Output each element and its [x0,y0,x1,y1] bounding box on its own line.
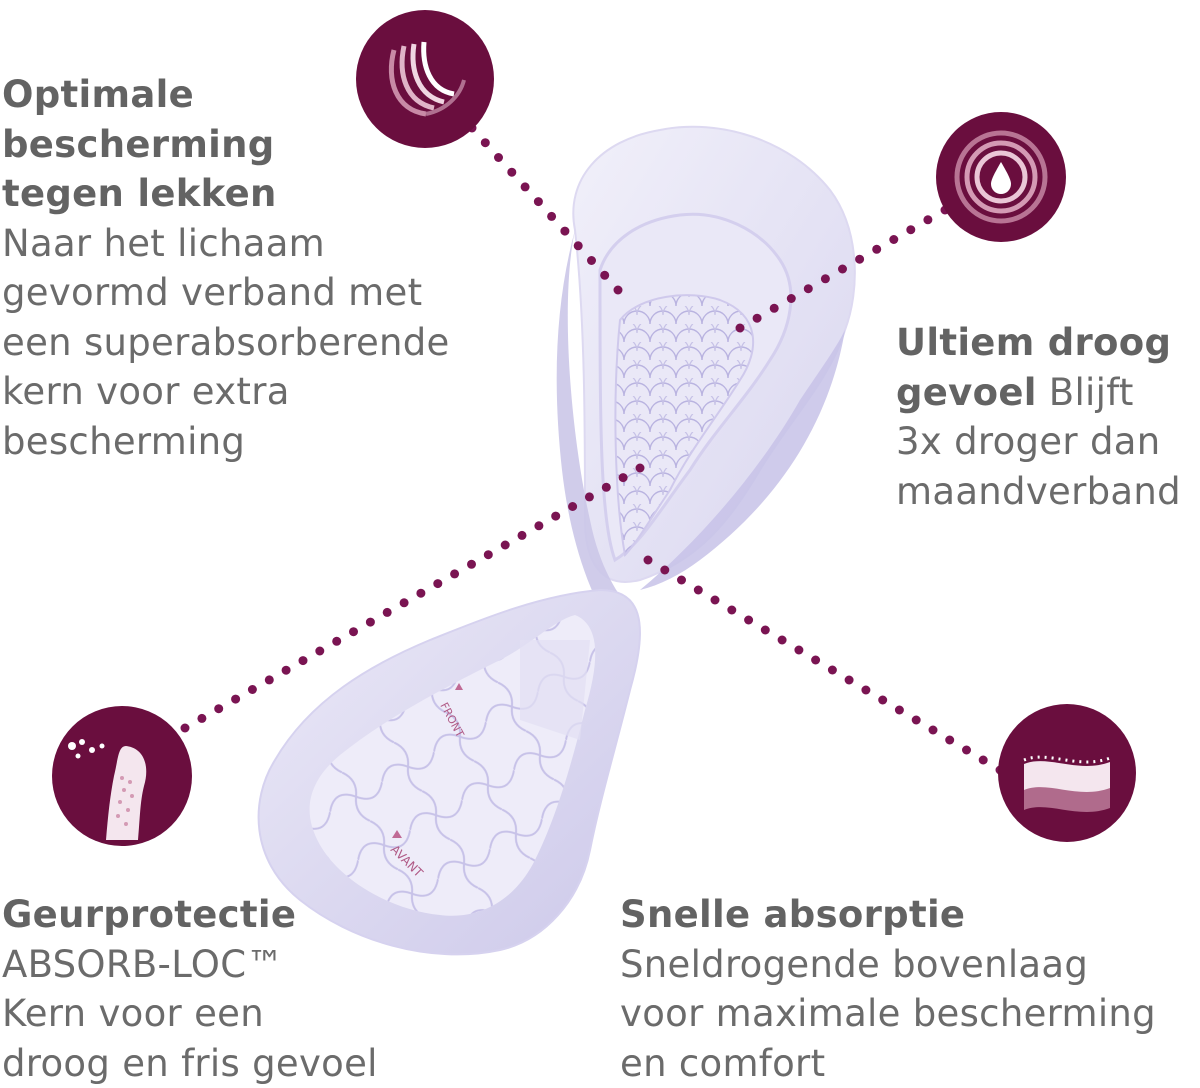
connector-dot [923,215,932,224]
connector-dot [507,168,516,177]
connector-dot [494,153,503,162]
connector-dot [518,531,527,540]
connector-dot [929,726,938,735]
feature-leak-body-1: Naar het lichaam [2,219,450,269]
connector-dot [636,464,645,473]
feature-leak-body-4: kern voor extra [2,367,450,417]
feature-absorb-title: Snelle absorptie [620,890,1156,940]
connector-dot [450,569,459,578]
connector-dot [736,324,745,333]
feature-leak-body-5: bescherming [2,417,450,467]
connector-dot [855,255,864,264]
connector-dot [484,550,493,559]
connector-dot [962,746,971,755]
connector-dot [534,197,543,206]
connector-dot [602,483,611,492]
connector-dot [619,473,628,482]
connector-dot [197,714,206,723]
connector-dot [889,235,898,244]
feature-odor-title: Geurprotectie [2,890,378,940]
connector-dot [811,656,820,665]
connector-dot [744,616,753,625]
connector-dot [366,618,375,627]
connector-dot [644,556,653,565]
connector-dot [614,286,623,295]
feature-odor-body-2: Kern voor een [2,989,378,1039]
droplet-icon [936,112,1066,242]
connector-dot [794,646,803,655]
connector-dot [332,637,341,646]
connector-dot [560,227,569,236]
feature-odor-body-3: droog en fris gevoel [2,1039,378,1088]
feature-fast-absorption: Snelle absorptie Sneldrogende bovenlaag … [620,890,1156,1088]
connector-dot [416,589,425,598]
feature-absorb-body-2: voor maximale bescherming [620,989,1156,1039]
connector-dot [521,182,530,191]
connector-dot [547,212,556,221]
feature-odor-protection: Geurprotectie ABSORB-LOC™ Kern voor een … [2,890,378,1088]
connector-dot [585,492,594,501]
connector-dot [694,586,703,595]
connector-dot [906,225,915,234]
connector-dot [265,675,274,684]
connector-dot [349,627,358,636]
connector-dot [761,626,770,635]
connector-dot [838,265,847,274]
connector-dot [315,647,324,656]
connector-dot [872,245,881,254]
feature-ultra-dry: Ultiem droog gevoel Blijft 3x droger dan… [896,318,1181,516]
connector-dot [551,512,560,521]
connector-dot [753,314,762,323]
connector-dot [587,256,596,265]
connector-dot [711,596,720,605]
connector-dot [467,560,476,569]
feature-dry-body-1: 3x droger dan [896,417,1181,467]
pad-odor-icon [52,706,192,846]
feature-leak-body-2: gevormd verband met [2,268,450,318]
feature-dry-title-1: Ultiem droog [896,318,1181,368]
curved-shape-icon [356,10,494,148]
connector-dot [660,566,669,575]
feature-odor-body-1: ABSORB-LOC™ [2,940,378,990]
connector-dot [945,736,954,745]
feature-dry-body-2: maandverband [896,467,1181,517]
connector-dot [534,521,543,530]
connector-dot [248,685,257,694]
connector-dot [299,656,308,665]
connector-dot [878,696,887,705]
feature-dry-body-inline: Blijft [1049,371,1134,414]
connector-dot [433,579,442,588]
feature-dry-title-2: gevoel [896,371,1037,414]
connector-dot [821,274,830,283]
feature-leak-title-3: tegen lekken [2,169,450,219]
feature-absorb-body-3: en comfort [620,1039,1156,1088]
connector-dot [770,304,779,313]
connector-dot [861,686,870,695]
connector-dot [568,502,577,511]
connector-dot [778,636,787,645]
connector-dot [979,756,988,765]
connector-dot [501,541,510,550]
connector-dot [383,608,392,617]
connector-dot [895,706,904,715]
connector-dot [828,666,837,675]
connector-dot [912,716,921,725]
feature-leak-body-3: een superabsorberende [2,318,450,368]
connector-dot [400,598,409,607]
connector-dot [282,666,291,675]
connector-dot [600,271,609,280]
feature-absorb-body-1: Sneldrogende bovenlaag [620,940,1156,990]
connector-dot [231,695,240,704]
connector-dot [677,576,686,585]
connector-dot [574,241,583,250]
connector-dot [804,284,813,293]
connector-dot [787,294,796,303]
connector-dot [727,606,736,615]
layers-icon [998,704,1136,842]
connector-dot [845,676,854,685]
connector-dot [214,704,223,713]
